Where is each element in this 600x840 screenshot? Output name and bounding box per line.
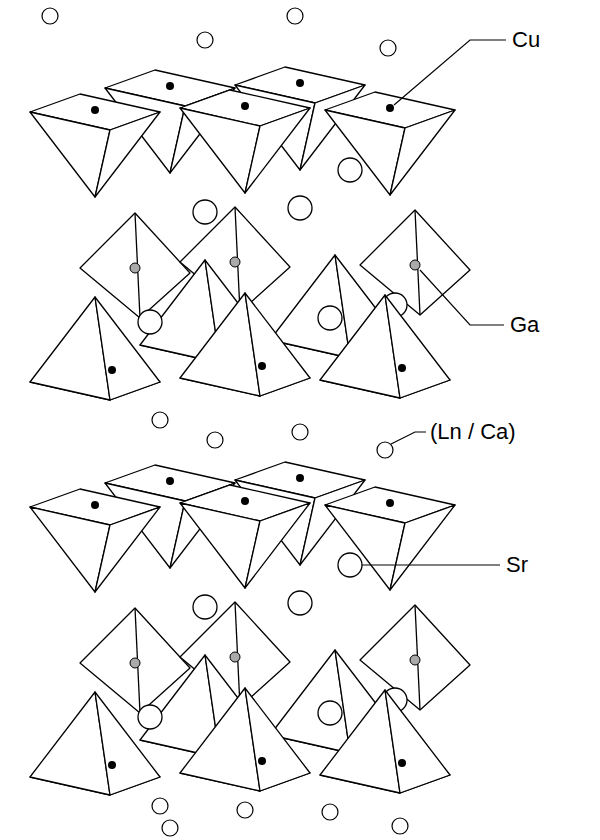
atom-label: Cu [512, 28, 540, 52]
ln-ca-atoms [42, 8, 408, 836]
upper-slab [30, 67, 470, 400]
atom-label: Sr [506, 553, 528, 577]
lower-slab [30, 462, 470, 795]
atom-label: Ga [510, 313, 539, 337]
leader-lines [362, 40, 506, 565]
atom-label: (Ln / Ca) [430, 420, 516, 444]
